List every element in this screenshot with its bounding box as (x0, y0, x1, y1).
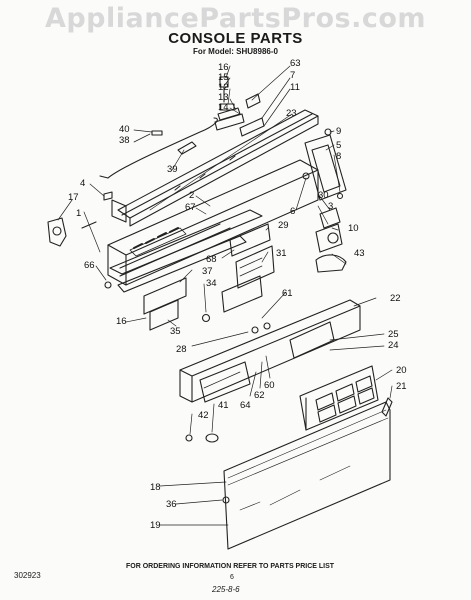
callout-10: 10 (348, 223, 359, 234)
callout-2: 2 (189, 190, 194, 201)
callout-13: 13 (218, 92, 229, 103)
lower-rail (109, 209, 263, 293)
callout-38: 38 (119, 135, 130, 146)
model-subtitle: For Model: SHU8986-0 (193, 47, 278, 56)
button-panel-assembly (299, 365, 379, 431)
callout-66: 66 (84, 260, 95, 271)
callout-39: 39 (167, 164, 178, 175)
console-body (179, 299, 361, 403)
handwritten-date-stamp: 225-8-6 (212, 585, 240, 594)
front-panel (222, 401, 391, 550)
callout-64: 64 (240, 400, 251, 411)
callout-21: 21 (396, 381, 407, 392)
callout-16: 16 (218, 62, 229, 73)
callout-42: 42 (198, 410, 209, 421)
screw-21 (381, 397, 393, 417)
callout-37: 37 (202, 266, 213, 277)
callout-43: 43 (354, 248, 365, 259)
callout-1: 1 (76, 208, 81, 219)
callout-25: 25 (388, 329, 399, 340)
callout-62: 62 (254, 390, 265, 401)
callout-63: 63 (290, 58, 301, 69)
callout-28: 28 (176, 344, 187, 355)
callout-24: 24 (388, 340, 399, 351)
callout-17: 17 (68, 192, 79, 203)
callout-16-lower: 16 (116, 316, 127, 327)
callout-8: 8 (336, 151, 341, 162)
callout-20: 20 (396, 365, 407, 376)
callout-61: 61 (282, 288, 293, 299)
callout-31: 31 (276, 248, 287, 259)
callout-18: 18 (150, 482, 161, 493)
callout-11: 11 (290, 82, 300, 93)
watermark: AppliancePartsPros.com (44, 3, 427, 34)
page-number: 6 (230, 574, 234, 581)
callout-40: 40 (119, 124, 130, 135)
page-title: CONSOLE PARTS (168, 30, 303, 47)
callout-14: 14 (218, 102, 229, 113)
upper-bracket-rail (111, 109, 319, 227)
callout-30: 30 (318, 190, 329, 201)
small-feet (185, 433, 219, 443)
switch-assembly (315, 207, 347, 273)
document-code: 302923 (14, 571, 41, 580)
callout-68: 68 (206, 254, 217, 265)
callout-4: 4 (80, 178, 85, 189)
callout-19: 19 (150, 520, 161, 531)
switch-modules (221, 223, 275, 313)
ordering-note: FOR ORDERING INFORMATION REFER TO PARTS … (126, 563, 335, 570)
wire-rod-parts (99, 117, 218, 179)
callout-35: 35 (170, 326, 181, 337)
callout-3: 3 (328, 201, 333, 212)
callout-23: 23 (286, 108, 297, 119)
callout-5: 5 (336, 140, 341, 151)
callout-36: 36 (166, 499, 177, 510)
callout-60: 60 (264, 380, 275, 391)
callout-labels: 16 15 12 13 14 63 7 11 40 38 39 23 9 5 8… (68, 58, 407, 531)
small-clips (104, 277, 211, 331)
callout-22: 22 (390, 293, 401, 304)
callout-41: 41 (218, 400, 229, 411)
callout-12: 12 (218, 82, 229, 93)
callout-29: 29 (278, 220, 289, 231)
control-housing-panel (107, 159, 319, 286)
callout-34: 34 (206, 278, 217, 289)
callout-6: 6 (290, 206, 295, 217)
callout-9: 9 (336, 126, 341, 137)
callout-7: 7 (290, 70, 295, 81)
left-end-bracket (47, 191, 113, 247)
leader-lines (57, 65, 393, 526)
callout-67: 67 (185, 202, 196, 213)
callout-15: 15 (218, 72, 229, 83)
